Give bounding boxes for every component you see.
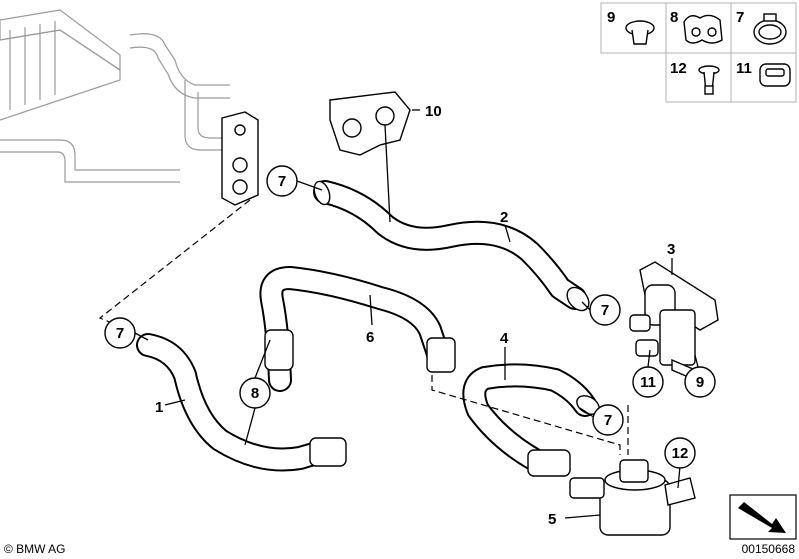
svg-text:6: 6 <box>366 329 374 346</box>
svg-text:4: 4 <box>500 330 509 347</box>
svg-text:11: 11 <box>640 374 656 391</box>
svg-text:8: 8 <box>251 385 259 402</box>
expanding-rivet-icon <box>698 65 720 95</box>
svg-text:12: 12 <box>672 445 689 462</box>
svg-text:2: 2 <box>500 209 508 226</box>
callout-9: 9 <box>684 366 716 398</box>
svg-text:7: 7 <box>601 302 609 319</box>
rubber-grommet-icon <box>759 63 791 87</box>
leader-dashed-1 <box>98 199 251 331</box>
svg-text:8: 8 <box>670 9 678 26</box>
svg-text:3: 3 <box>667 241 675 258</box>
svg-text:10: 10 <box>425 103 442 120</box>
plug-cap-icon <box>625 20 655 45</box>
heater-flange <box>221 111 259 206</box>
valve-assembly-3 <box>629 261 719 384</box>
legend-cell-7: 7 <box>736 9 787 45</box>
legend-cell-8: 8 <box>670 9 723 44</box>
callout-3: 3 <box>667 241 675 258</box>
svg-text:7: 7 <box>736 9 744 26</box>
svg-text:9: 9 <box>696 374 704 391</box>
svg-text:11: 11 <box>736 60 752 77</box>
callout-10: 10 <box>425 103 442 120</box>
callout-7a: 7 <box>266 165 298 197</box>
callout-7c: 7 <box>104 317 136 349</box>
svg-text:12: 12 <box>670 60 687 77</box>
hose-2 <box>313 180 590 312</box>
hose-1 <box>136 333 347 472</box>
leader-dashed-2 <box>431 375 621 455</box>
legend-grid: 9 8 7 12 <box>600 2 797 103</box>
hose-4 <box>462 363 600 477</box>
bracket-10 <box>329 91 411 156</box>
svg-text:7: 7 <box>278 173 286 190</box>
callout-8: 8 <box>239 377 271 409</box>
copyright-text: © BMW AG <box>4 542 66 556</box>
callout-2: 2 <box>500 209 508 226</box>
callout-1: 1 <box>155 399 163 416</box>
svg-text:7: 7 <box>604 412 612 429</box>
callout-7b: 7 <box>589 294 621 326</box>
leader-lines <box>134 109 699 519</box>
direction-arrow-icon <box>729 494 797 540</box>
callout-7d: 7 <box>592 404 624 436</box>
callout-5: 5 <box>548 511 556 528</box>
diagram-number: 00150668 <box>742 542 796 556</box>
svg-text:7: 7 <box>116 325 124 342</box>
heater-core-ghost <box>0 9 230 183</box>
double-clip-icon <box>683 14 723 44</box>
callout-11: 11 <box>632 366 664 398</box>
callouts: 10 7 2 3 7 6 4 7 8 1 <box>104 103 716 528</box>
legend-cell-11: 11 <box>736 60 791 87</box>
callout-6: 6 <box>366 329 374 346</box>
hose-6 <box>259 266 456 392</box>
legend-cell-9: 9 <box>607 9 655 45</box>
callout-12: 12 <box>664 437 696 469</box>
svg-text:9: 9 <box>607 9 615 26</box>
svg-text:1: 1 <box>155 399 163 416</box>
callout-4: 4 <box>500 330 509 347</box>
legend-cell-12: 12 <box>670 60 720 95</box>
pump-5 <box>569 459 696 536</box>
hose-clamp-icon <box>753 13 787 45</box>
svg-text:5: 5 <box>548 511 556 528</box>
